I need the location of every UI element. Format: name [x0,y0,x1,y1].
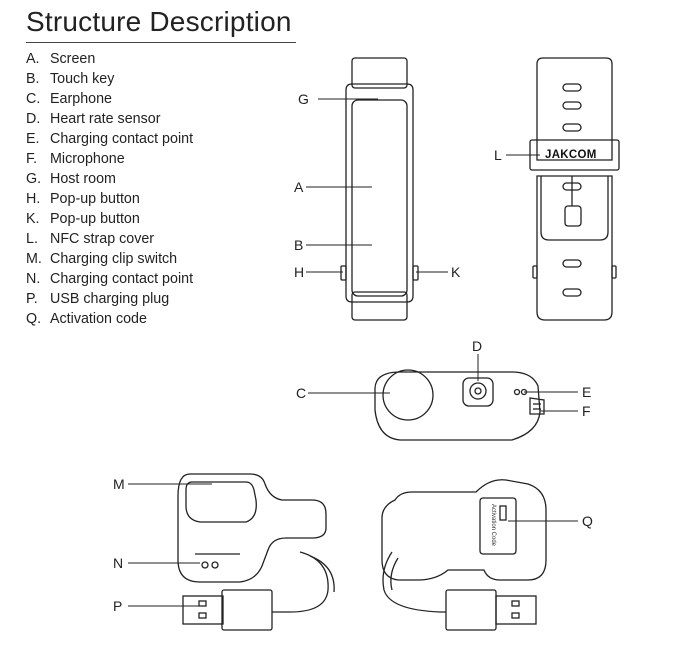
page-title: Structure Description [26,6,292,37]
host-room [345,83,414,303]
legend-item: K.Pop-up button [26,211,140,227]
leader-lines [128,98,578,607]
brand-logo: JAKCOM [545,149,597,161]
callout-n: N [113,555,124,571]
legend-item: E.Charging contact point [26,131,194,147]
charging-contact-pin [211,561,219,569]
activation-code-barcode [499,505,507,521]
legend-item: B.Touch key [26,71,115,87]
callout-d: D [472,338,483,354]
parts-legend: A.Screen B.Touch key C.Earphone D.Heart … [26,49,193,329]
side-button [532,265,538,279]
callout-g: G [298,91,309,107]
usb-plug-slot [198,600,207,607]
callout-c: C [296,385,307,401]
usb-plug-metal [495,595,537,625]
strap-hole [562,288,582,297]
callout-q: Q [582,513,593,529]
legend-item: G.Host room [26,171,116,187]
band-front-view [340,57,419,321]
back-upper-strap [536,57,613,161]
charging-clip-back-view [381,479,547,631]
heart-rate-sensor-core [474,387,482,395]
callout-m: M [113,476,125,492]
legend-item: L.NFC strap cover [26,231,155,247]
callout-l: L [494,147,502,163]
legend-item: H.Pop-up button [26,191,140,207]
strap-hole [562,83,582,92]
usb-plug-slot [198,612,207,619]
usb-cable [272,551,329,613]
usb-plug-housing [221,589,273,631]
back-lower-strap [536,175,613,321]
strap-hole [562,101,582,110]
pop-up-button-right [412,265,419,281]
usb-cable [382,551,446,613]
heart-rate-sensor-plate [462,377,494,407]
usb-plug-slot [511,600,520,607]
strap-hole [562,259,582,268]
band-back-view [529,57,620,321]
usb-plug-metal [182,595,224,625]
charging-clip-view [177,473,335,631]
band-top-strap [351,57,408,89]
legend-item: N.Charging contact point [26,271,194,287]
pop-up-button-left [340,265,347,281]
side-button [611,265,617,279]
legend-item: M.Charging clip switch [26,251,178,267]
charging-contact [513,388,521,396]
earphone-body [374,371,541,441]
band-bottom-strap [351,291,408,321]
buckle-frame [540,176,609,241]
callout-k: K [451,264,461,280]
buckle-tongue [564,205,582,227]
clip-body [177,473,327,583]
legend-item: F.Microphone [26,151,125,167]
callout-e: E [582,384,592,400]
callout-f: F [582,403,591,419]
earphone-view [374,369,545,441]
charging-contact-pin [201,561,209,569]
usb-cable-edge [309,555,335,593]
charging-clip-switch [185,481,257,523]
legend-item: A.Screen [26,51,96,67]
callout-b: B [294,237,304,253]
strap-hole [562,123,582,132]
legend-item: Q.Activation code [26,311,147,327]
callout-h: H [294,264,305,280]
legend-item: P.USB charging plug [26,291,170,307]
callout-a: A [294,179,304,195]
screen-panel [351,99,408,297]
legend-item: D.Heart rate sensor [26,111,161,127]
activation-code-label [479,497,517,555]
microphone-port [529,397,545,415]
activation-code-text: Activation Code [490,504,496,547]
usb-plug-housing [445,589,497,631]
title-underline [26,42,296,43]
earpiece-circle [382,369,434,421]
usb-plug-slot [511,612,520,619]
callout-p: P [113,598,123,614]
clip-back-body [381,479,547,581]
heart-rate-sensor [469,382,487,400]
usb-cable-edge [390,557,399,591]
legend-item: C.Earphone [26,91,113,107]
